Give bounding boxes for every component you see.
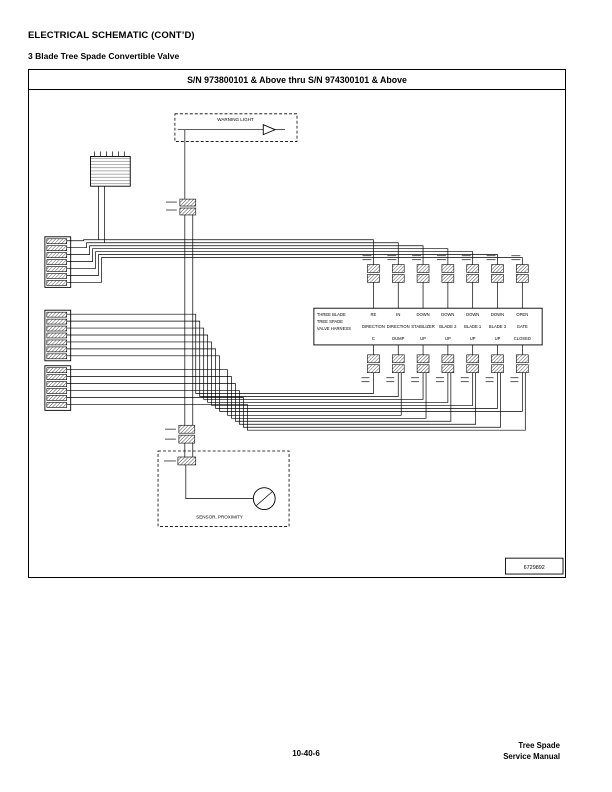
schematic-serial-title: S/N 973800101 & Above thru S/N 974300101… xyxy=(29,70,565,90)
solenoid-column-5 xyxy=(460,255,479,383)
footer-manual-line2: Service Manual xyxy=(503,752,560,761)
col2-name: DIRECTION xyxy=(387,324,410,329)
warning-light-box: WARNING LIGHT xyxy=(174,113,298,142)
solenoid-column-7 xyxy=(510,255,529,383)
warning-light-connector xyxy=(165,129,197,426)
schematic-drawing: WARNING LIGHT xyxy=(44,113,564,575)
page-number: 10-40-6 xyxy=(292,749,320,758)
col5-bottom: UP xyxy=(470,336,476,341)
connector-block xyxy=(90,151,131,243)
part-number-stamp: 6729892 xyxy=(504,557,564,575)
harness-label-line3: VALVE HARNESS xyxy=(317,326,351,331)
solenoid-column-3 xyxy=(411,255,430,383)
col4-name: BLADE 2 xyxy=(439,324,457,329)
left-connector-stack-c xyxy=(44,365,72,411)
col7-bottom: CLOSED xyxy=(514,336,531,341)
col3-name: STABILIZER xyxy=(411,324,434,329)
page-subtitle: 3 Blade Tree Spade Convertible Valve xyxy=(28,51,180,61)
solenoid-column-4 xyxy=(435,255,455,383)
col6-top: DOWN xyxy=(491,312,504,317)
left-connector-stack-b xyxy=(44,309,72,362)
col1-name: DIRECTION xyxy=(362,324,385,329)
col6-name: BLADE 3 xyxy=(489,324,507,329)
col1-bottom: C xyxy=(372,336,375,341)
harness-label-line1: THREE BLADE xyxy=(317,312,346,317)
solenoid-column-2 xyxy=(386,255,405,383)
page-title: ELECTRICAL SCHEMATIC (CONT’D) xyxy=(28,30,195,41)
harness-label-line2: TREE SPADE xyxy=(317,319,343,324)
solenoid-column-6 xyxy=(485,255,504,383)
col6-bottom: UP xyxy=(495,336,501,341)
valve-function-box: THREE BLADE TREE SPADE VALVE HARNESS RE … xyxy=(313,307,543,346)
col4-bottom: UP xyxy=(445,336,451,341)
col3-bottom: UP xyxy=(420,336,426,341)
footer-manual-line1: Tree Spade xyxy=(518,741,560,750)
solenoid-column-1 xyxy=(361,255,380,383)
proximity-sensor-symbol xyxy=(252,487,276,511)
col1-top: RE xyxy=(371,312,377,317)
col5-top: DOWN xyxy=(466,312,479,317)
proximity-sensor-box xyxy=(157,450,290,527)
col5-name: BLADE 1 xyxy=(464,324,482,329)
wire-harness-lines xyxy=(66,239,526,431)
col7-top: OPEN xyxy=(516,312,528,317)
col4-top: DOWN xyxy=(441,312,454,317)
col2-bottom: DUMP xyxy=(392,336,404,341)
proximity-sensor-circuit: SENSOR, PROXIMITY xyxy=(157,424,290,527)
part-number-text: 6729892 xyxy=(524,565,545,571)
warning-light-label: WARNING LIGHT xyxy=(217,117,254,122)
indicator-arrow-icon xyxy=(262,124,277,136)
col3-top: DOWN xyxy=(416,312,429,317)
col7-name: GATE xyxy=(517,324,528,329)
footer-manual-title: Tree Spade Service Manual xyxy=(503,740,560,762)
col2-top: IN xyxy=(396,312,400,317)
schematic-frame: S/N 973800101 & Above thru S/N 974300101… xyxy=(28,69,566,578)
proximity-sensor-label: SENSOR, PROXIMITY xyxy=(196,514,243,519)
left-connector-stack-a xyxy=(44,236,72,288)
